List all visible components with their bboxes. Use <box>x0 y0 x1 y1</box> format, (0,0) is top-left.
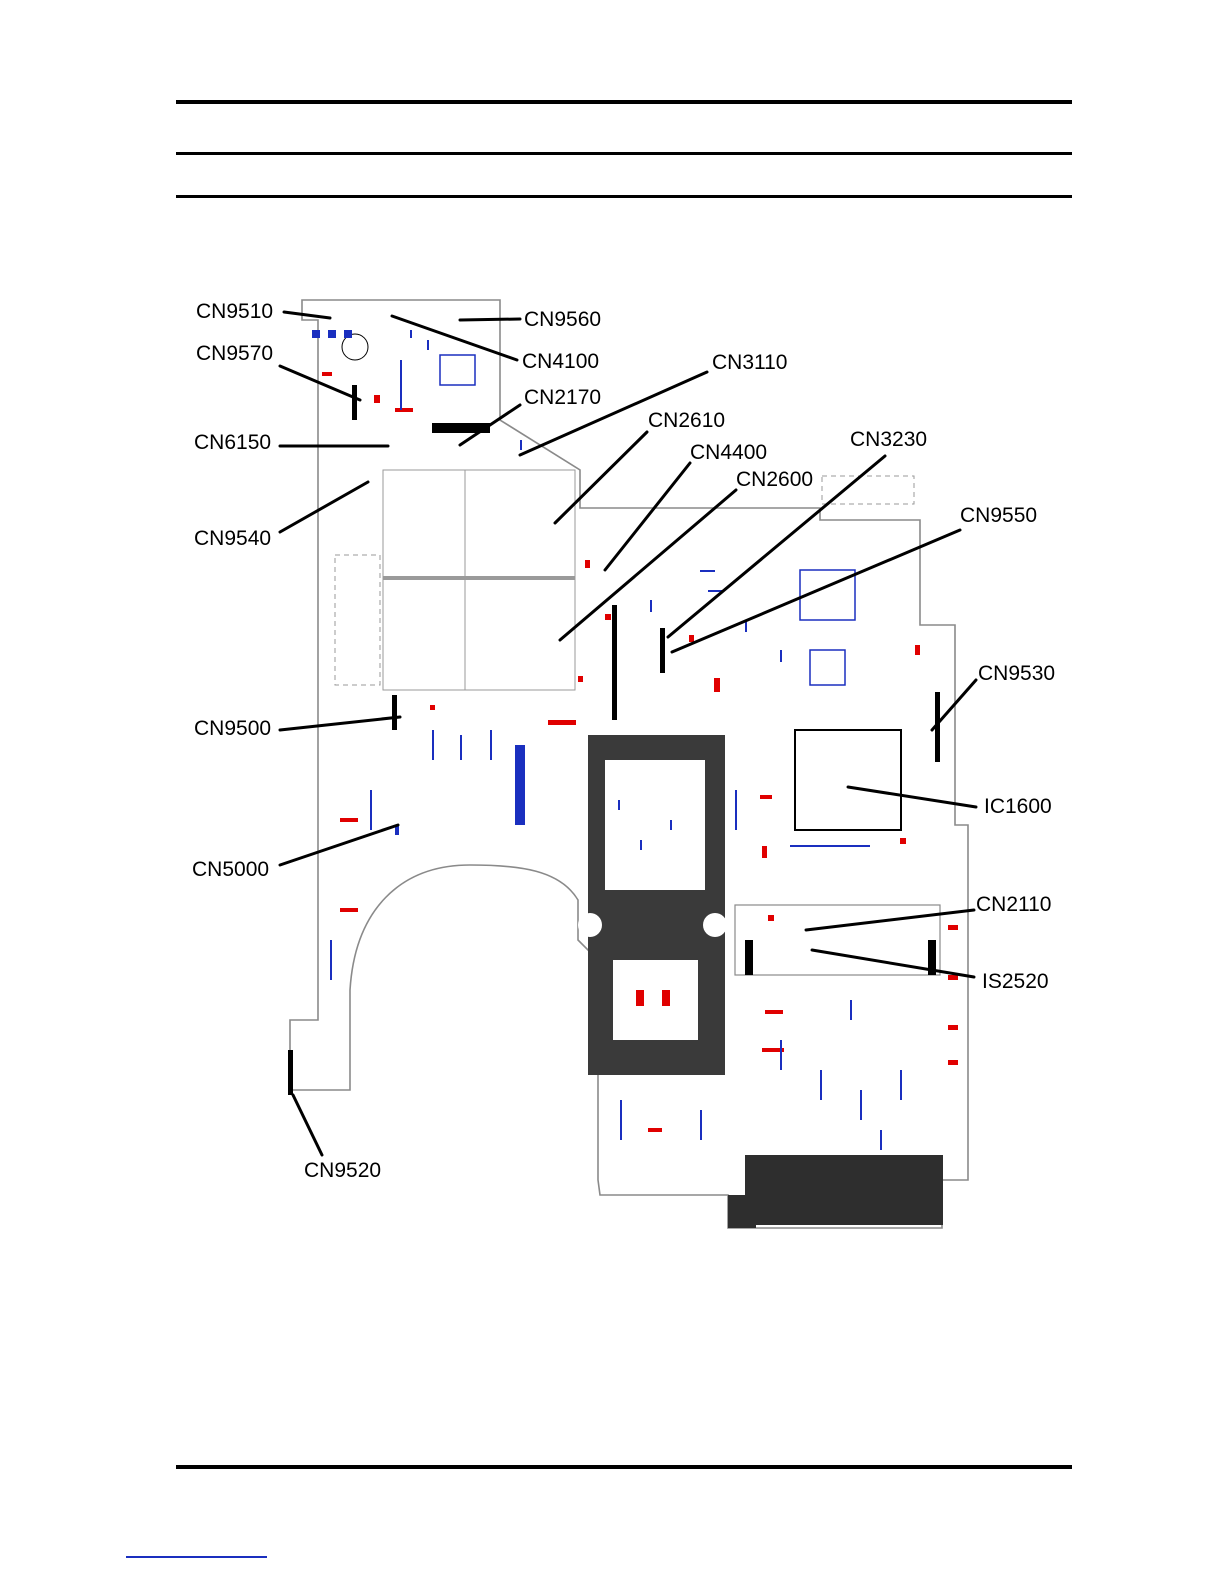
lower-heat-pipe <box>745 1155 943 1225</box>
connector-cn9520 <box>288 1050 293 1095</box>
dashed-area-top-right <box>822 476 914 504</box>
connector-cn9500 <box>392 695 397 730</box>
label-cn3230: CN3230 <box>850 428 927 451</box>
label-cn9540: CN9540 <box>194 527 271 550</box>
label-cn4400: CN4400 <box>690 441 767 464</box>
label-cn5000: CN5000 <box>192 858 269 881</box>
label-cn4100: CN4100 <box>522 350 599 373</box>
label-cn9510: CN9510 <box>196 300 273 323</box>
label-cn9500: CN9500 <box>194 717 271 740</box>
label-cn9560: CN9560 <box>524 308 601 331</box>
label-cn2170: CN2170 <box>524 386 601 409</box>
chip-mid-right <box>810 650 845 685</box>
label-cn9530: CN9530 <box>978 662 1055 685</box>
chip-lower-area <box>735 905 940 975</box>
label-is2520: IS2520 <box>982 970 1049 993</box>
label-cn3110: CN3110 <box>712 351 788 374</box>
label-cn2610: CN2610 <box>648 409 725 432</box>
label-cn2110: CN2110 <box>976 893 1052 916</box>
connector-cn3230 <box>660 628 665 673</box>
label-cn9570: CN9570 <box>196 342 273 365</box>
dashed-area-left <box>335 555 380 685</box>
heatsink <box>578 735 727 1075</box>
connector-cn2600 <box>612 605 617 720</box>
label-ic1600: IC1600 <box>984 795 1052 818</box>
footer-link-underline[interactable] <box>126 1556 267 1558</box>
label-cn9520: CN9520 <box>304 1159 381 1182</box>
connector-cn2110 <box>745 940 753 975</box>
label-cn9550: CN9550 <box>960 504 1037 527</box>
ic1600-package <box>795 730 901 830</box>
footer-rule <box>176 1465 1072 1469</box>
connector-cn9570 <box>352 385 357 420</box>
chip-top-left <box>440 355 475 385</box>
label-cn6150: CN6150 <box>194 431 271 454</box>
lower-heat-pipe-tab <box>728 1195 756 1228</box>
label-cn2600: CN2600 <box>736 468 813 491</box>
